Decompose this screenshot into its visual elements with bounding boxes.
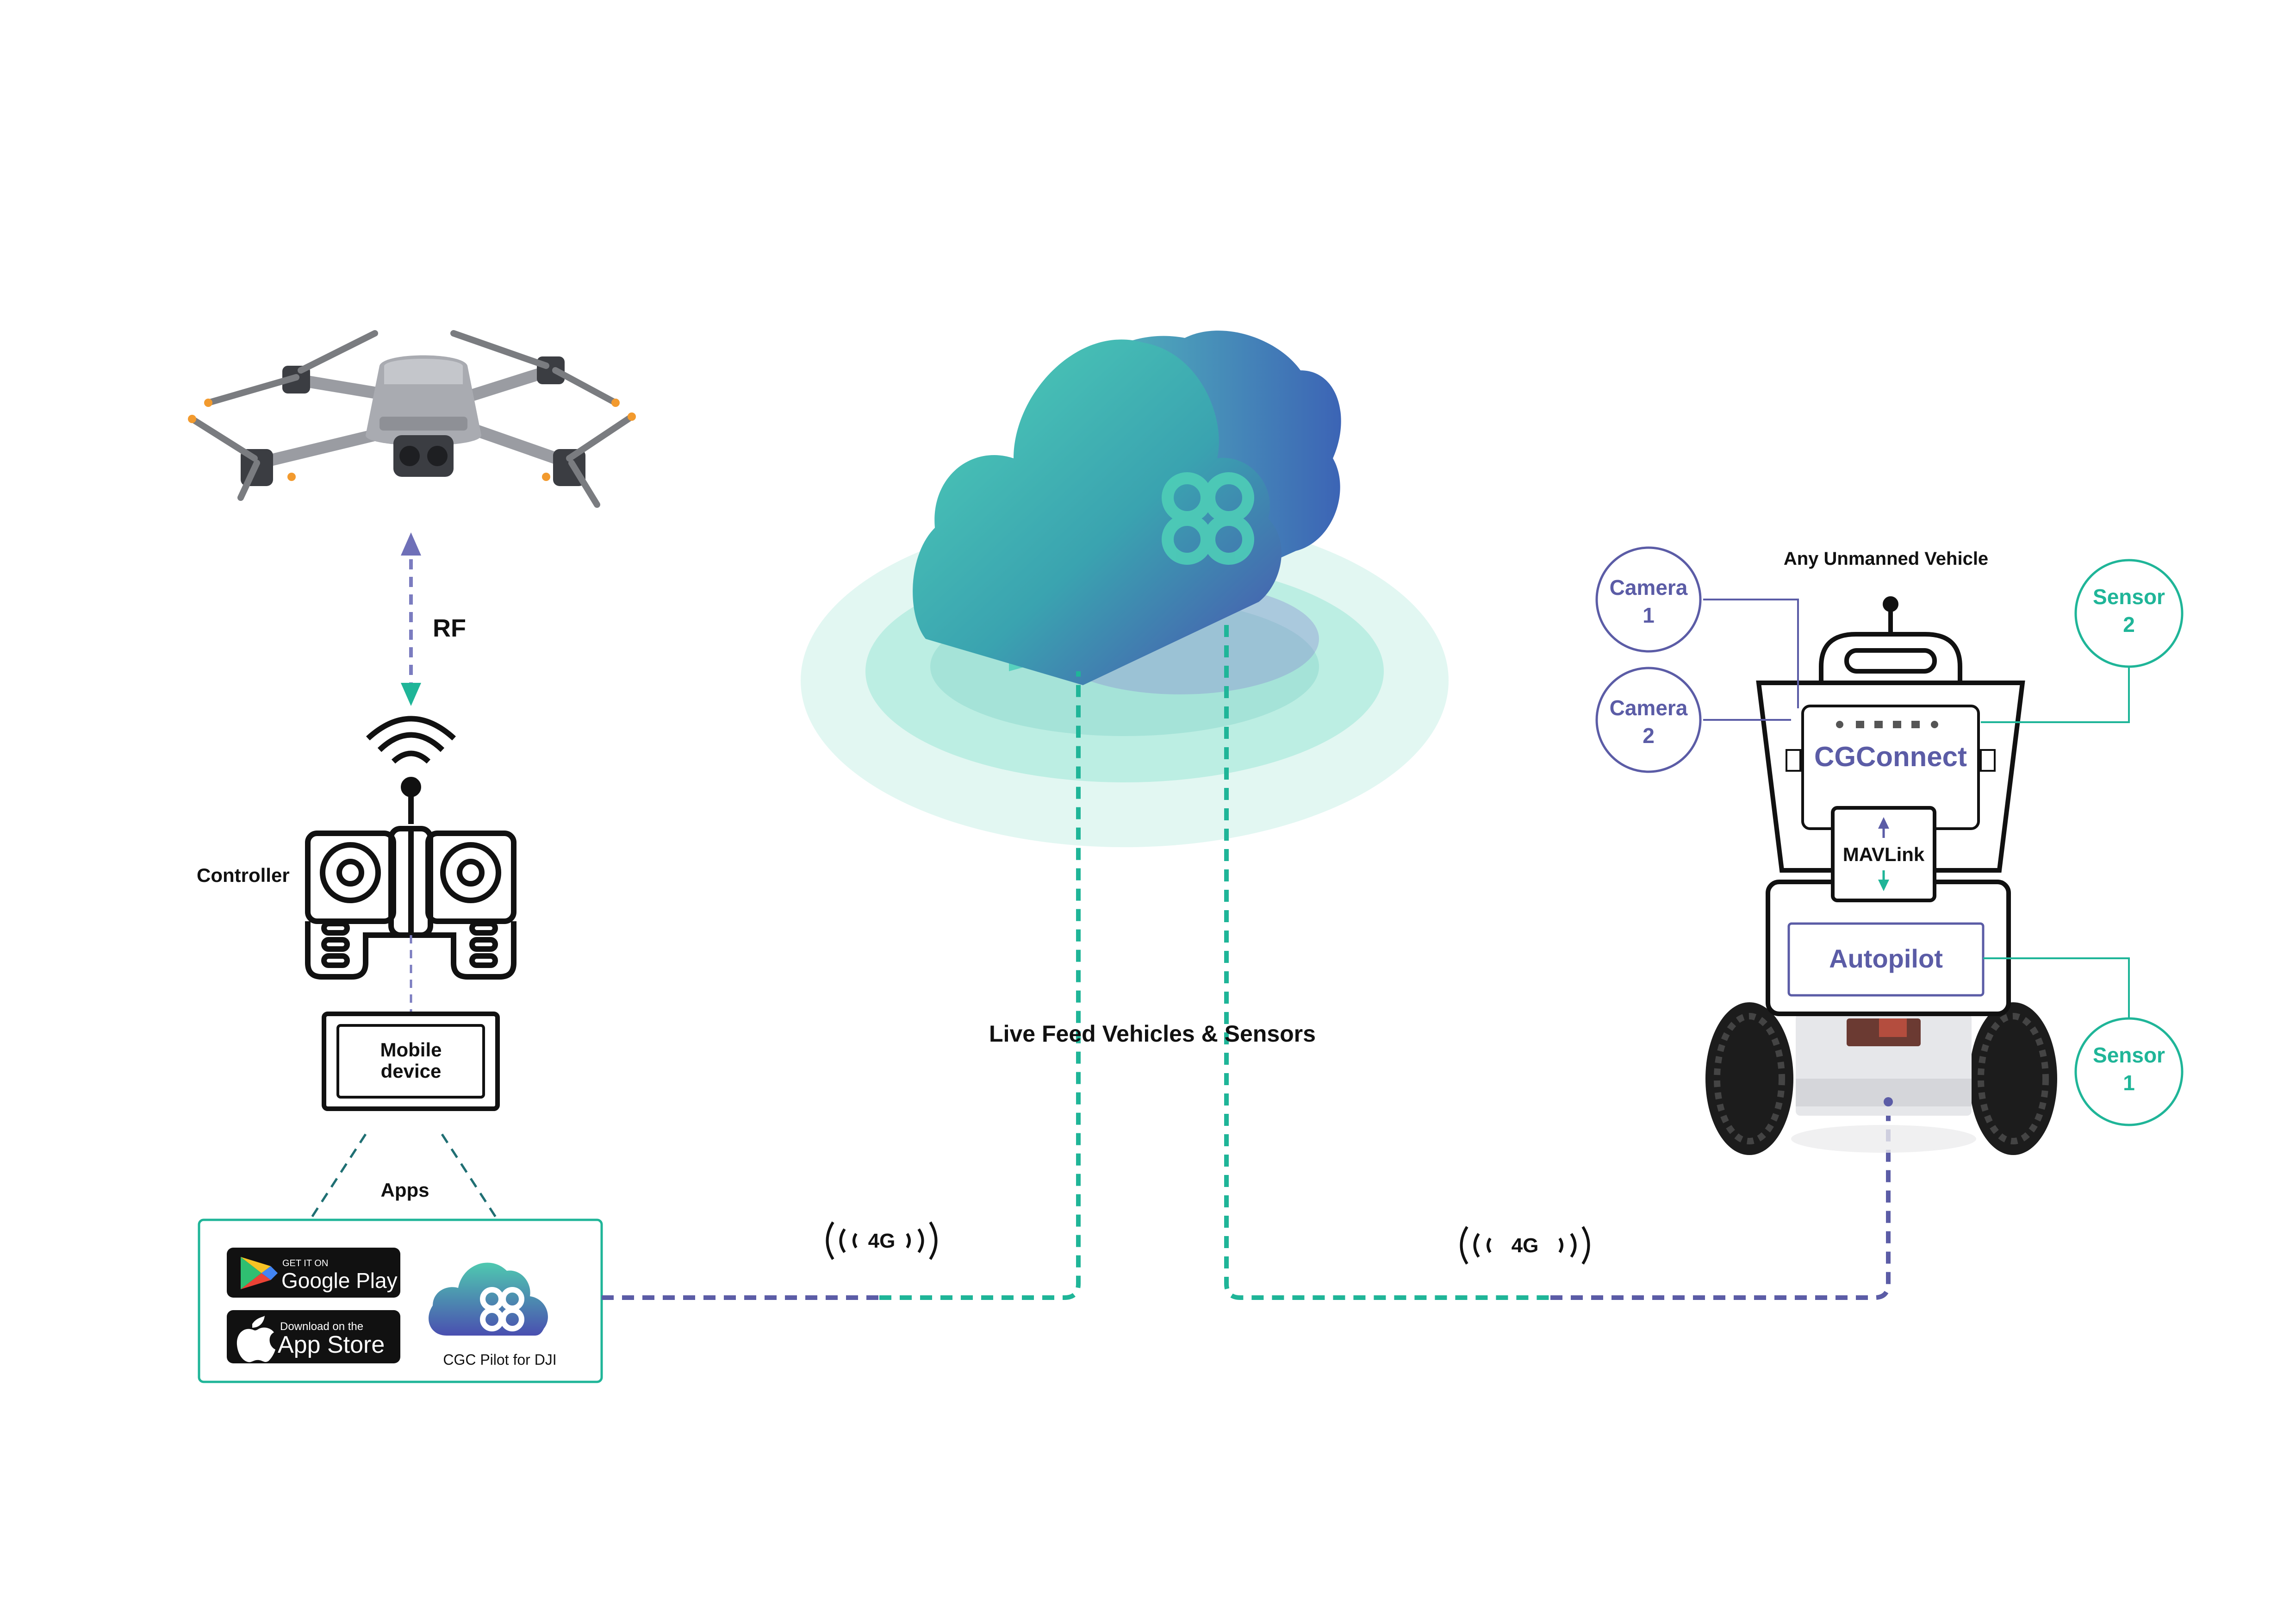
- rf-label: RF: [433, 614, 466, 642]
- any-unmanned-vehicle-label: Any Unmanned Vehicle: [1784, 549, 1988, 569]
- cgc-logo-icon: [1162, 472, 1254, 565]
- cloud-front-face: [913, 339, 1282, 685]
- sensor-2-label-1: Sensor: [2093, 585, 2165, 609]
- apps-label: Apps: [381, 1179, 429, 1201]
- app-store-button[interactable]: Download on the App Store: [227, 1310, 400, 1363]
- signal-waves-icon: [826, 1221, 834, 1260]
- camera-1-badge: Camera 1: [1595, 546, 1702, 653]
- link-apps-to-cloud-teal: [879, 671, 1081, 1300]
- google-play-icon: [241, 1257, 278, 1289]
- app-store-big: App Store: [278, 1331, 385, 1358]
- rf-link: [401, 532, 421, 706]
- sensor-1-badge: Sensor 1: [2074, 1017, 2184, 1126]
- camera-2-label-1: Camera: [1610, 696, 1688, 720]
- google-play-button[interactable]: GET IT ON Google Play: [227, 1248, 400, 1298]
- mobile-device-label-1: Mobile: [380, 1039, 442, 1061]
- signal-waves-icon: [377, 732, 445, 752]
- sensor-1-label-1: Sensor: [2093, 1043, 2165, 1067]
- camera-1-label-2: 1: [1643, 603, 1655, 627]
- sensor-2-label-2: 2: [2123, 612, 2135, 637]
- signal-left-label: 4G: [868, 1230, 896, 1252]
- cgconnect-device: CGConnect: [1786, 721, 1996, 772]
- cloud-group: [801, 331, 1449, 847]
- mavlink-box: MAVLink: [1831, 806, 1936, 902]
- mobile-device: Mobile device: [322, 1012, 500, 1111]
- signal-left: [826, 1221, 938, 1260]
- port-icons: [1836, 721, 1938, 728]
- link-cloud-to-vehicle-teal: [1224, 625, 1550, 1300]
- cgc-pilot-app[interactable]: CGC Pilot for DJI: [429, 1262, 557, 1368]
- camera-2-badge: Camera 2: [1595, 667, 1702, 773]
- live-feed-label: Live Feed Vehicles & Sensors: [989, 1021, 1316, 1047]
- controller-label: Controller: [197, 864, 290, 886]
- cgc-pilot-label: CGC Pilot for DJI: [443, 1351, 556, 1368]
- google-play-big: Google Play: [281, 1268, 398, 1293]
- cgc-app-cloud-icon: [429, 1262, 548, 1336]
- signal-right: [1460, 1226, 1590, 1265]
- apps-link-right: [441, 1133, 499, 1221]
- signal-right-label: 4G: [1512, 1234, 1539, 1257]
- rover-icon: [1705, 1002, 2057, 1155]
- mobile-device-label-2: device: [381, 1060, 442, 1082]
- apple-icon: [236, 1316, 275, 1362]
- remote-controller-icon: [305, 716, 516, 980]
- cgconnect-label: CGConnect: [1814, 741, 1967, 772]
- autopilot-label: Autopilot: [1829, 944, 1943, 973]
- signal-waves-icon: [1460, 1226, 1468, 1265]
- sensor-1-label-2: 1: [2123, 1071, 2135, 1095]
- camera-1-label-1: Camera: [1610, 575, 1688, 600]
- vehicle-link-endpoint: [1884, 1097, 1893, 1106]
- google-play-small: GET IT ON: [282, 1258, 328, 1268]
- sensor-2-badge: Sensor 2: [2074, 559, 2184, 668]
- link-cloud-to-vehicle-purple: [1550, 1106, 1891, 1300]
- autopilot-box: Autopilot: [1787, 922, 1985, 997]
- camera-2-label-2: 2: [1643, 724, 1655, 748]
- app-store-small: Download on the: [280, 1320, 363, 1333]
- cgc-logo-icon: [480, 1287, 524, 1331]
- callout-lines: [1703, 599, 2130, 1018]
- apps-box: GET IT ON Google Play Download on the Ap…: [198, 1218, 603, 1383]
- drone-icon: [188, 330, 636, 508]
- mavlink-label: MAVLink: [1843, 843, 1925, 865]
- apps-link-left: [309, 1133, 367, 1221]
